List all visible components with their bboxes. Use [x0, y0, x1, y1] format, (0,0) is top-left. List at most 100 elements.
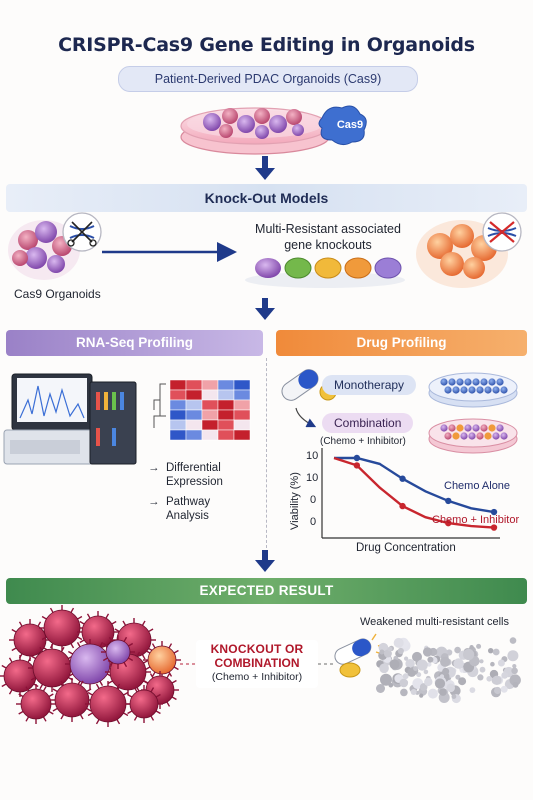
heatmap-cell — [233, 419, 251, 431]
debris-particle — [476, 643, 482, 649]
data-point — [399, 475, 406, 482]
drug-capsule-icon — [334, 633, 385, 678]
data-point — [490, 508, 498, 516]
heatmap-cell — [217, 409, 235, 421]
debris-particle — [486, 676, 493, 682]
heatmap-cell — [233, 409, 251, 421]
organoid-dot — [440, 424, 448, 432]
sequencer-machine-icon — [3, 373, 137, 465]
debris-particle — [451, 694, 457, 699]
heatmap-cell — [233, 399, 251, 411]
bullet-pathway-2: Analysis — [166, 510, 209, 522]
organoid-dot — [452, 432, 460, 440]
organoid-dot — [464, 378, 472, 386]
legend-chemo-alone: Chemo Alone — [444, 480, 511, 492]
heatmap-cell — [169, 419, 187, 431]
debris-particle — [427, 656, 434, 663]
debris-particle — [501, 672, 509, 679]
resistant-tumor-cluster — [0, 605, 181, 727]
knockout-band: Knock-Out Models — [6, 184, 527, 212]
heatmap-cell — [169, 409, 187, 421]
cas9-badge: Cas9 — [336, 119, 364, 131]
series-line-1 — [333, 456, 495, 529]
tumor-cell — [143, 641, 181, 679]
scissors-dna-icon — [62, 212, 102, 252]
debris-particle — [402, 673, 409, 680]
debris-particle — [419, 693, 424, 698]
debris-particle — [399, 678, 409, 688]
combination-tag: Combination — [322, 413, 414, 433]
bullet-differential-1: Differential — [166, 462, 221, 474]
organoid-dot — [444, 386, 452, 394]
heatmap-cell — [185, 429, 203, 441]
organoid-dot — [488, 378, 496, 386]
heatmap-cell — [169, 399, 187, 411]
heatmap-cell — [217, 389, 235, 401]
heatmap-cell — [217, 419, 235, 431]
debris-particle — [479, 666, 486, 673]
crossed-gene-icon — [482, 212, 522, 252]
knockout-callout — [180, 640, 336, 688]
chemo-inhibitor-line: (Chemo + Inhibitor) — [211, 671, 303, 683]
debris-particle — [440, 656, 451, 667]
organoid-dot — [472, 378, 480, 386]
debris-particle — [497, 659, 505, 667]
debris-particle — [410, 689, 417, 695]
heatmap-cell — [185, 409, 203, 421]
debris-particle — [389, 659, 400, 670]
debris-particle — [376, 684, 385, 693]
chart-y-label: Viability (%) — [289, 472, 301, 530]
organoid-dot — [500, 386, 508, 394]
heatmap-cell — [185, 419, 203, 431]
organoid-dot — [496, 378, 504, 386]
monotherapy-tag: Monotherapy — [322, 375, 417, 395]
drug-profiling-band: Drug Profiling — [276, 330, 527, 356]
debris-particle — [446, 649, 453, 656]
tumor-cell — [50, 678, 94, 722]
organoid-dot — [468, 386, 476, 394]
debris-particle — [442, 667, 450, 675]
cas9-organoids-cluster — [8, 220, 80, 280]
debris-particle — [512, 664, 517, 669]
combination-line: COMBINATION — [214, 656, 300, 670]
debris-particle — [455, 674, 461, 680]
heatmap-cell — [185, 379, 203, 391]
organoid-dot — [452, 386, 460, 394]
heatmap-cell — [233, 429, 251, 441]
debris-particle — [424, 677, 433, 687]
debris-particle — [434, 678, 446, 689]
organoid-dot — [448, 424, 456, 432]
heatmap-cell — [217, 399, 235, 411]
combination-dish — [428, 418, 518, 454]
debris-particle — [427, 688, 438, 699]
page-title: CRISPR-Cas9 Gene Editing in Organoids — [58, 34, 475, 56]
debris-particle — [407, 668, 417, 677]
organoid-dot — [480, 378, 488, 386]
organoid-dot — [444, 432, 452, 440]
heatmap-cell — [201, 409, 219, 421]
debris-particle — [509, 674, 521, 686]
knockout-line: KNOCKOUT OR — [210, 642, 304, 656]
bullet-pathway-1: Pathway — [166, 496, 211, 508]
debris-particle — [469, 645, 474, 650]
down-arrow-3 — [255, 550, 275, 572]
organoid-dot — [456, 424, 464, 432]
debris-particle — [500, 685, 508, 693]
heatmap-cell — [217, 429, 235, 441]
combination-subtitle: (Chemo + Inhibitor) — [320, 436, 406, 447]
debris-particle — [400, 688, 408, 697]
heatmap-cell — [217, 379, 235, 391]
data-point — [445, 519, 452, 527]
heatmap-cell — [169, 429, 187, 441]
organoid-dot — [484, 386, 492, 394]
organoid-dot — [492, 386, 500, 394]
y-tick-1: 10 — [306, 450, 319, 462]
bullet-arrow-2: → — [148, 496, 160, 508]
heatmap-cell — [233, 389, 251, 401]
debris-particle — [380, 673, 392, 686]
debris-particle — [426, 662, 432, 667]
multi-resistant-label-2: gene knockouts — [284, 238, 372, 252]
heatmap-cell — [201, 389, 219, 401]
debris-particle — [379, 663, 389, 674]
organoid-dot — [468, 432, 476, 440]
